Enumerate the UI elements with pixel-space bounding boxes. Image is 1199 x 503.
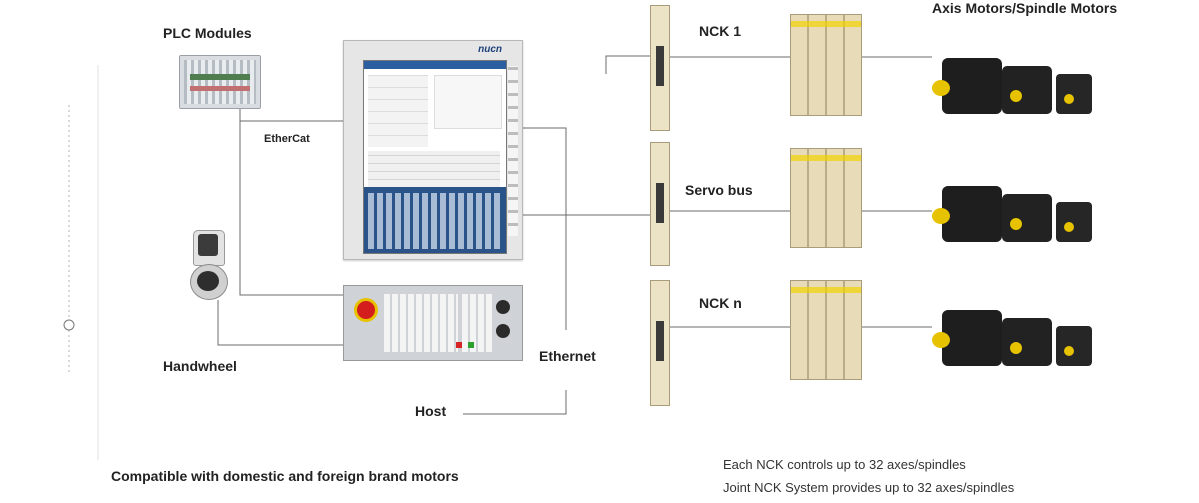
handwheel-label: Handwheel — [163, 358, 237, 374]
motor-icon — [1056, 74, 1092, 114]
nckn-label: NCK n — [699, 295, 742, 311]
nck2-module — [650, 142, 670, 266]
motor-icon — [942, 186, 1002, 242]
motor-icon — [942, 58, 1002, 114]
servo-drive-group-2 — [790, 148, 862, 248]
nckn-module — [650, 280, 670, 406]
servo-drive-group-1 — [790, 14, 862, 116]
motor-icon — [1002, 318, 1052, 366]
motor-shaft-icon — [932, 332, 950, 348]
ethernet-label: Ethernet — [539, 348, 596, 364]
motor-group-1 — [932, 38, 1097, 122]
motor-shaft-icon — [1064, 346, 1074, 356]
timeline-node — [63, 319, 75, 331]
spindle-override-knob-icon — [496, 324, 510, 338]
plc-modules-image — [179, 55, 261, 109]
joint-nck-note: Joint NCK System provides up to 32 axes/… — [723, 480, 1015, 495]
ethercat-label: EtherCat — [264, 133, 310, 145]
line-ethercat-controlpanel — [239, 121, 344, 296]
motor-icon — [1056, 202, 1092, 242]
plc-modules-label: PLC Modules — [163, 25, 252, 41]
motor-shaft-icon — [1010, 218, 1022, 230]
compatible-note: Compatible with domestic and foreign bra… — [111, 468, 459, 484]
line-plc-panel — [239, 108, 344, 122]
hmi-panel: nucn — [343, 40, 523, 260]
feed-override-knob-icon — [496, 300, 510, 314]
machine-control-panel — [343, 285, 523, 361]
servo-drive-group-3 — [790, 280, 862, 380]
host-label: Host — [415, 403, 447, 419]
emergency-stop-icon — [354, 298, 378, 322]
motor-shaft-icon — [1010, 342, 1022, 354]
line-nck1 — [605, 55, 650, 74]
motor-icon — [1002, 194, 1052, 242]
axis-motors-label: Axis Motors/Spindle Motors — [932, 0, 1118, 16]
handwheel-image — [190, 230, 228, 300]
hmi-screen — [363, 60, 507, 254]
servo-bus-label: Servo bus — [685, 182, 753, 198]
brand-logo: nucn — [478, 44, 502, 55]
motor-group-2 — [932, 166, 1097, 250]
motor-shaft-icon — [1064, 222, 1074, 232]
each-nck-note: Each NCK controls up to 32 axes/spindles — [723, 457, 966, 472]
line-handwheel — [217, 300, 344, 346]
motor-shaft-icon — [1010, 90, 1022, 102]
motor-shaft-icon — [1064, 94, 1074, 104]
motor-shaft-icon — [932, 208, 950, 224]
motor-icon — [1056, 326, 1092, 366]
motor-icon — [942, 310, 1002, 366]
nck1-label: NCK 1 — [699, 23, 742, 39]
motor-icon — [1002, 66, 1052, 114]
nck1-module — [650, 5, 670, 131]
line-host — [463, 390, 567, 415]
line-ethernet — [521, 127, 567, 330]
motor-group-3 — [932, 290, 1097, 374]
motor-shaft-icon — [932, 80, 950, 96]
hmi-keyboard — [364, 187, 506, 253]
